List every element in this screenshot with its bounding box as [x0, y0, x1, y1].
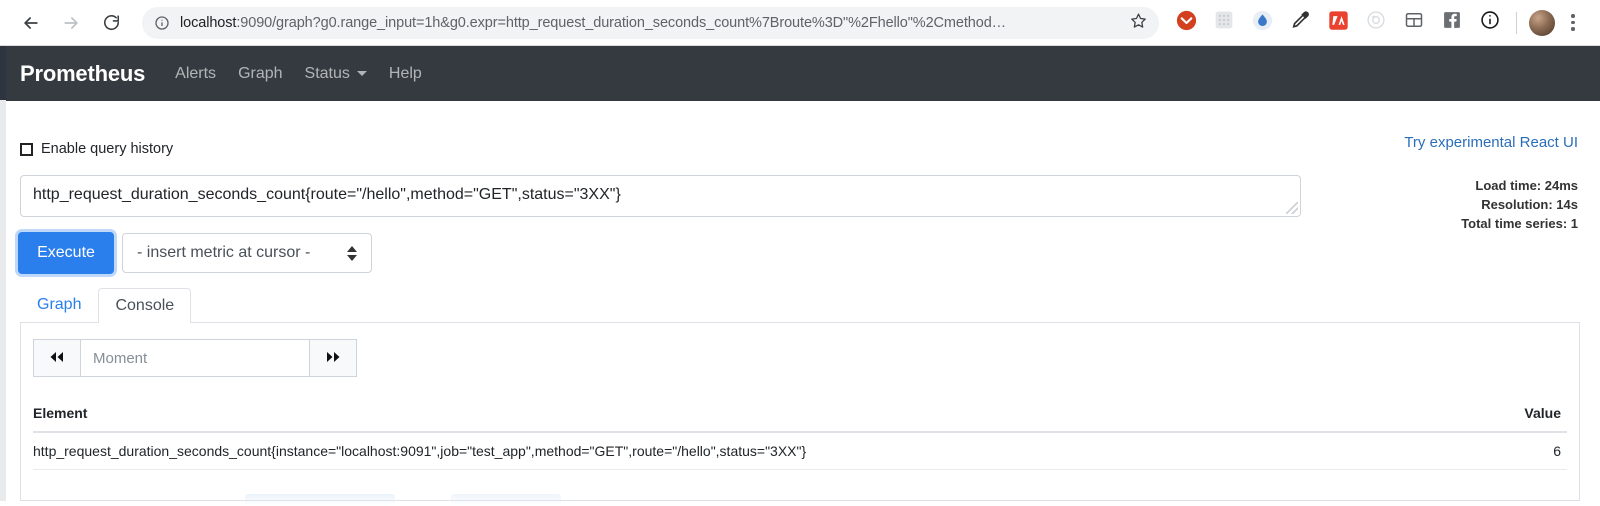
- moment-next-button[interactable]: [309, 339, 357, 377]
- wappalyzer-icon: [1328, 10, 1349, 36]
- column-header-element: Element: [33, 397, 1441, 433]
- reload-icon: [102, 13, 121, 32]
- add-graph-button-partial[interactable]: [451, 494, 561, 506]
- wappalyzer-extension-button[interactable]: [1323, 8, 1353, 38]
- try-react-ui-link[interactable]: Try experimental React UI: [1404, 134, 1578, 151]
- eyedropper-icon: [1290, 10, 1310, 35]
- reload-button[interactable]: [94, 6, 128, 40]
- cell-value: 6: [1441, 432, 1567, 470]
- execute-button[interactable]: Execute: [18, 232, 114, 274]
- star-icon: [1130, 12, 1147, 34]
- grid-extension-button[interactable]: [1209, 8, 1239, 38]
- nav-item-label: Help: [388, 64, 422, 82]
- nav-item-label: Graph: [238, 64, 283, 82]
- moment-input[interactable]: Moment: [81, 339, 309, 377]
- pocket-icon: [1176, 10, 1197, 36]
- result-tabs: Graph Console: [20, 287, 1580, 323]
- info-extension-button[interactable]: [1475, 8, 1505, 38]
- info-extension-icon: [1480, 10, 1500, 35]
- moment-controls: Moment: [33, 339, 357, 377]
- url-text: localhost:9090/graph?g0.range_input=1h&g…: [180, 15, 1123, 31]
- extensions-tray: [1167, 8, 1600, 38]
- double-left-arrow-icon: [48, 350, 66, 367]
- back-arrow-icon: [21, 13, 41, 33]
- url-path: :9090/graph?g0.range_input=1h&g0.expr=ht…: [236, 14, 1007, 31]
- textarea-resize-handle[interactable]: [1286, 202, 1298, 214]
- grid-extension-icon: [1214, 10, 1234, 35]
- page-body: Try experimental React UI Load time: 24m…: [0, 101, 1600, 506]
- nav-item-alerts[interactable]: Alerts: [175, 65, 216, 83]
- layout-extension-button[interactable]: [1399, 8, 1429, 38]
- enable-query-history-checkbox[interactable]: [20, 142, 33, 156]
- layout-extension-icon: [1404, 10, 1424, 35]
- nav-item-label: Status: [304, 64, 350, 82]
- kebab-menu-icon: [1571, 14, 1575, 18]
- insert-metric-select-value: - insert metric at cursor -: [137, 244, 311, 261]
- facebook-extension-button[interactable]: [1437, 8, 1467, 38]
- pocket-extension-button[interactable]: [1171, 8, 1201, 38]
- remove-graph-button-partial[interactable]: [245, 494, 395, 506]
- query-input[interactable]: http_request_duration_seconds_count{rout…: [20, 175, 1301, 217]
- facebook-icon: [1442, 10, 1462, 35]
- brand-title[interactable]: Prometheus: [20, 60, 146, 86]
- query-input-value: http_request_duration_seconds_count{rout…: [33, 186, 621, 203]
- results-table: Element Value http_request_duration_seco…: [33, 397, 1567, 470]
- table-row[interactable]: http_request_duration_seconds_count{inst…: [33, 432, 1567, 470]
- tab-graph[interactable]: Graph: [20, 287, 98, 322]
- enable-query-history-row[interactable]: Enable query history: [20, 141, 173, 157]
- nav-item-graph[interactable]: Graph: [238, 65, 282, 83]
- tab-label: Console: [115, 297, 175, 314]
- site-info-icon[interactable]: [154, 15, 170, 31]
- forward-arrow-icon: [61, 13, 81, 33]
- column-header-value: Value: [1441, 397, 1567, 433]
- browser-toolbar: localhost:9090/graph?g0.range_input=1h&g…: [0, 0, 1600, 46]
- droplet-extension-icon: [1252, 10, 1273, 36]
- nav-item-help[interactable]: Help: [389, 65, 422, 83]
- profile-avatar[interactable]: [1529, 9, 1555, 36]
- query-stats: Load time: 24ms Resolution: 14s Total ti…: [1461, 176, 1578, 233]
- enable-query-history-label: Enable query history: [41, 141, 174, 157]
- stat-load-time: Load time: 24ms: [1475, 178, 1578, 193]
- table-header-row: Element Value: [33, 397, 1567, 433]
- forward-button[interactable]: [54, 6, 88, 40]
- nav-item-label: Alerts: [175, 64, 217, 82]
- back-button[interactable]: [14, 6, 48, 40]
- execute-button-label: Execute: [37, 244, 95, 261]
- stat-resolution: Resolution: 14s: [1481, 197, 1578, 212]
- droplet-extension-button[interactable]: [1247, 8, 1277, 38]
- bookmark-button[interactable]: [1123, 8, 1153, 38]
- url-host: localhost: [180, 14, 237, 31]
- window-left-edge-lower: [0, 100, 6, 501]
- browser-menu-button[interactable]: [1560, 14, 1586, 31]
- tab-label: Graph: [37, 296, 82, 313]
- moment-prev-button[interactable]: [33, 339, 81, 377]
- double-right-arrow-icon: [324, 350, 342, 367]
- chevron-down-icon: [356, 71, 367, 76]
- console-panel: Moment Element Value http_request_durati…: [20, 323, 1580, 506]
- cell-element: http_request_duration_seconds_count{inst…: [33, 432, 1441, 470]
- target-extension-icon: [1366, 10, 1386, 35]
- insert-metric-select[interactable]: - insert metric at cursor -: [122, 233, 372, 273]
- tab-console[interactable]: Console: [98, 288, 192, 323]
- select-updown-icon: [347, 245, 357, 261]
- moment-input-placeholder: Moment: [93, 349, 148, 367]
- nav-item-status[interactable]: Status: [305, 65, 367, 83]
- eyedropper-extension-button[interactable]: [1285, 8, 1315, 38]
- prometheus-navbar: Prometheus Alerts Graph Status Help: [0, 46, 1600, 101]
- target-extension-button[interactable]: [1361, 8, 1391, 38]
- stat-total-series: Total time series: 1: [1461, 216, 1578, 231]
- toolbar-divider: [1516, 11, 1517, 34]
- address-bar[interactable]: localhost:9090/graph?g0.range_input=1h&g…: [142, 6, 1159, 39]
